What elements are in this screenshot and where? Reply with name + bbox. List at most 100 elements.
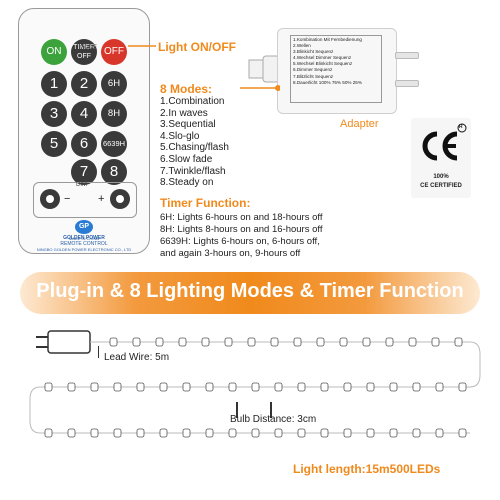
panel-line: 2.Wellen bbox=[293, 43, 311, 49]
bulb-icon bbox=[362, 337, 371, 347]
mode-item: 3.Sequential bbox=[160, 119, 216, 131]
bulb-distance-label: Bulb Distance: 3cm bbox=[230, 414, 317, 425]
bulb-icon bbox=[408, 337, 417, 347]
bulb-icon bbox=[136, 428, 145, 438]
bulb-distance-tick bbox=[236, 402, 238, 418]
bulb-icon bbox=[297, 382, 306, 392]
mode-item: 6.Slow fade bbox=[160, 153, 213, 165]
mode-5-button[interactable]: 5 bbox=[41, 131, 67, 157]
bulb-icon bbox=[274, 382, 283, 392]
bulb-icon bbox=[343, 428, 352, 438]
timer-line: and again 3-hours on, 9-hours off bbox=[160, 248, 301, 259]
bulb-icon bbox=[251, 428, 260, 438]
adapter-body: 1.Kombination Mit Fernbedienung 2.Wellen… bbox=[277, 28, 397, 114]
bulb-icon bbox=[389, 428, 398, 438]
bulb-icon bbox=[132, 337, 141, 347]
bulb-icon bbox=[136, 382, 145, 392]
mode-item: 1.Combination bbox=[160, 96, 225, 107]
brand-logo: GP bbox=[75, 220, 93, 234]
remote-control: ON TIMER OFF OFF MODE 1 2 6H 3 4 8H 5 6 … bbox=[18, 8, 150, 254]
modes-heading: 8 Modes: bbox=[160, 82, 213, 96]
bulb-icon bbox=[412, 382, 421, 392]
adapter-connector bbox=[248, 55, 280, 83]
bulb-icon bbox=[247, 337, 256, 347]
bulb-icon bbox=[182, 428, 191, 438]
panel-line: 4.Wechsel Dimmer Sequenz bbox=[293, 55, 352, 61]
light-length-label: Light length:15m500LEDs bbox=[293, 462, 441, 476]
ce-certified-text: CE CERTIFIED bbox=[420, 183, 462, 189]
bulb-icon bbox=[67, 428, 76, 438]
banner-text: Plug-in & 8 Lighting Modes & Timer Funct… bbox=[36, 280, 464, 302]
mode-1-button[interactable]: 1 bbox=[41, 71, 67, 97]
bulb-icon bbox=[454, 337, 463, 347]
mode-6-button[interactable]: 6 bbox=[71, 131, 97, 157]
on-button[interactable]: ON bbox=[41, 39, 67, 65]
bulb-icon bbox=[228, 382, 237, 392]
adapter-pointer bbox=[240, 85, 280, 91]
timer-6639h-button[interactable]: 6639H bbox=[101, 131, 127, 157]
dim-label: DIM bbox=[76, 182, 87, 188]
bulb-icon bbox=[320, 382, 329, 392]
bulb-icon bbox=[412, 428, 421, 438]
mode-8-button[interactable]: 8 bbox=[101, 159, 127, 185]
mode-7-button[interactable]: 7 bbox=[71, 159, 97, 185]
maker-text: NINGBO GOLDEN POWER ELECTRONIC CO., LTD bbox=[36, 247, 132, 252]
timer-6h-button[interactable]: 6H bbox=[101, 71, 127, 97]
modes-list: 1.Combination 2.In waves 3.Sequential 4.… bbox=[160, 96, 229, 189]
off-button[interactable]: OFF bbox=[101, 39, 127, 65]
adapter: 1.Kombination Mit Fernbedienung 2.Wellen… bbox=[247, 28, 397, 114]
bulb-icon bbox=[228, 428, 237, 438]
plug-prong bbox=[395, 80, 419, 87]
timer-line: 6H: Lights 6-hours on and 18-hours off bbox=[160, 212, 323, 223]
registered-mark: R bbox=[459, 124, 463, 130]
bulb-icon bbox=[339, 337, 348, 347]
bulb-icon bbox=[293, 337, 302, 347]
adapter-label-text: Adapter bbox=[340, 118, 379, 130]
timer-line: 8H: Lights 8-hours on and 16-hours off bbox=[160, 224, 323, 235]
string-lights-diagram bbox=[29, 330, 481, 438]
lead-wire-bracket bbox=[98, 346, 105, 358]
remote-control-text: REMOTE CONTROL bbox=[60, 241, 108, 247]
timer-off-button[interactable]: TIMER OFF bbox=[71, 39, 97, 65]
bulb-row bbox=[44, 337, 467, 438]
ce-certification-badge: R 100% CE CERTIFIED bbox=[411, 118, 471, 198]
mode-item: 8.Steady on bbox=[160, 177, 214, 189]
dim-control: DIM − + bbox=[33, 182, 137, 218]
bulb-icon bbox=[109, 337, 118, 347]
mode-3-button[interactable]: 3 bbox=[41, 101, 67, 127]
mode-item: 2.In waves bbox=[160, 107, 208, 119]
bulb-icon bbox=[435, 428, 444, 438]
panel-line: 7.Blitzlicht Sequenz bbox=[293, 73, 334, 79]
mode-item: 5.Chasing/flash bbox=[160, 142, 229, 154]
timer-8h-button[interactable]: 8H bbox=[101, 101, 127, 127]
panel-line: 1.Kombination Mit Fernbedienung bbox=[293, 37, 362, 42]
bulb-icon bbox=[274, 428, 283, 438]
dim-up-icon[interactable] bbox=[110, 189, 130, 209]
mode-4-button[interactable]: 4 bbox=[71, 101, 97, 127]
bulb-icon bbox=[431, 337, 440, 347]
bulb-icon bbox=[155, 337, 164, 347]
panel-line: 8.Dauerlicht 100% 75% 50% 25% bbox=[293, 79, 362, 85]
banner-background bbox=[20, 272, 480, 314]
bulb-icon bbox=[366, 428, 375, 438]
bulb-icon bbox=[90, 382, 99, 392]
mode-label: MODE bbox=[79, 45, 97, 51]
dim-down-icon[interactable] bbox=[40, 189, 60, 209]
bulb-icon bbox=[366, 382, 375, 392]
bulb-icon bbox=[343, 382, 352, 392]
plug-icon bbox=[36, 330, 91, 354]
mode-2-button[interactable]: 2 bbox=[71, 71, 97, 97]
bulb-icon bbox=[389, 382, 398, 392]
bulb-icon bbox=[385, 337, 394, 347]
bulb-icon bbox=[270, 337, 279, 347]
panel-line: 3.Blinkicht Sequenz bbox=[293, 49, 334, 55]
bulb-icon bbox=[201, 337, 210, 347]
bulb-icon bbox=[297, 428, 306, 438]
plus-label: + bbox=[98, 193, 105, 205]
bulb-icon bbox=[320, 428, 329, 438]
bulb-icon bbox=[316, 337, 325, 347]
bulb-icon bbox=[113, 382, 122, 392]
bulb-icon bbox=[182, 382, 191, 392]
minus-label: − bbox=[64, 193, 71, 205]
panel-line: 6.Dimmer Sequenz bbox=[293, 67, 333, 73]
